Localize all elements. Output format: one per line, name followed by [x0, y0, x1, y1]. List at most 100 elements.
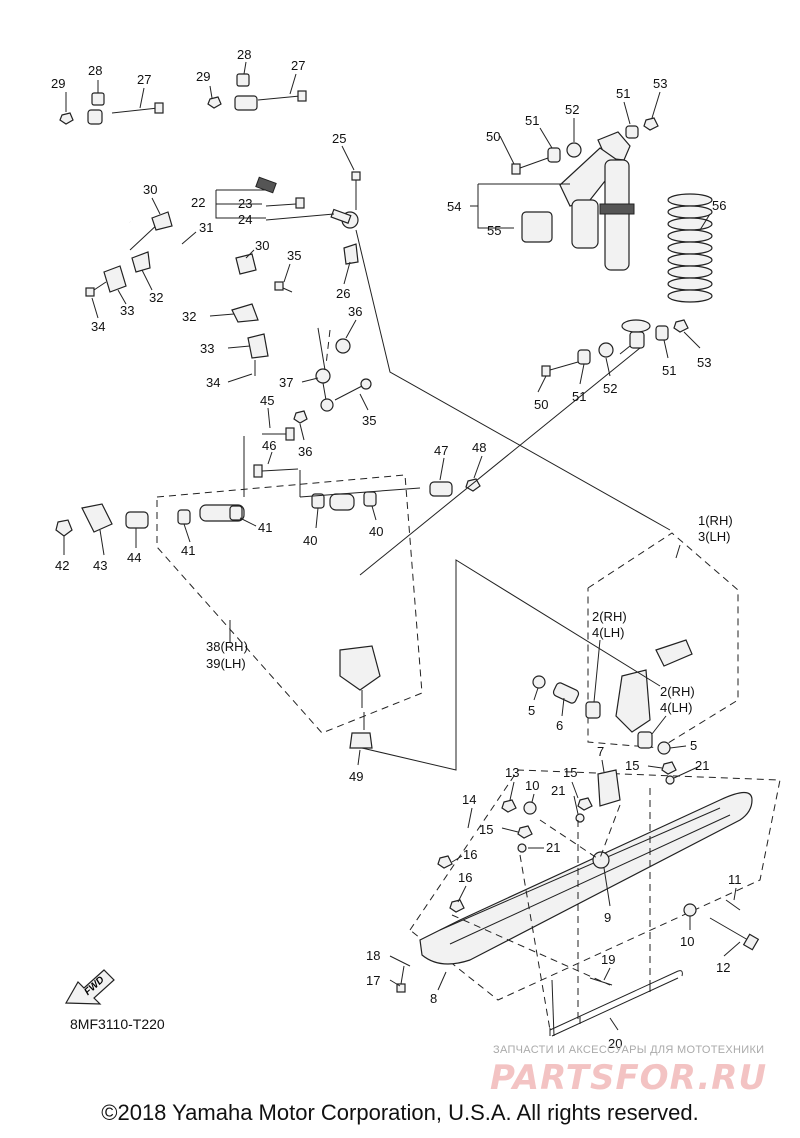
stabilizer-link-37 — [315, 368, 334, 412]
label-20: 20 — [608, 1036, 622, 1051]
collar-51-bottom-right — [655, 325, 669, 341]
bushing-41-left — [177, 509, 191, 525]
collar-6 — [552, 682, 580, 704]
bracket-7 — [597, 769, 621, 807]
cap-55 — [521, 211, 553, 243]
label-13: 13 — [505, 765, 519, 780]
bracket-33-left — [103, 265, 127, 293]
label-14: 14 — [462, 792, 476, 807]
nut-36-top — [335, 338, 351, 354]
label-42: 42 — [55, 558, 69, 573]
label-32-left: 32 — [149, 290, 163, 305]
nut-42 — [55, 519, 73, 537]
diagram-reference: 8MF3110-T220 — [70, 1016, 165, 1032]
holder-30 — [151, 211, 173, 231]
label-8: 8 — [430, 991, 437, 1006]
label-5-right: 5 — [690, 738, 697, 753]
label-27-right: 27 — [291, 58, 305, 73]
label-41-right: 41 — [258, 520, 272, 535]
holder-32-b — [231, 303, 259, 323]
label-40-left: 40 — [303, 533, 317, 548]
label-16-b: 16 — [458, 870, 472, 885]
label-30-left: 30 — [143, 182, 157, 197]
bolt-27-right — [257, 90, 307, 102]
washer-10-top — [523, 801, 537, 815]
label-6: 6 — [556, 718, 563, 733]
label-27-left: 27 — [137, 72, 151, 87]
label-18: 18 — [366, 948, 380, 963]
label-9: 9 — [604, 910, 611, 925]
label-7: 7 — [597, 744, 604, 759]
label-55: 55 — [487, 223, 501, 238]
label-4-lh-a: 4(LH) — [592, 625, 625, 640]
stabilizer-bar-31 — [129, 220, 319, 330]
nut-15-b — [661, 761, 677, 775]
label-47: 47 — [434, 443, 448, 458]
leader-lines — [63, 61, 741, 1031]
label-40-right: 40 — [369, 524, 383, 539]
bolt-45 — [262, 427, 295, 441]
label-51-top-left: 51 — [525, 113, 539, 128]
label-32-right: 32 — [182, 309, 196, 324]
label-25: 25 — [332, 131, 346, 146]
nut-15-c — [517, 825, 533, 839]
label-33-left: 33 — [120, 303, 134, 318]
spring-56 — [667, 193, 713, 303]
label-31: 31 — [199, 220, 213, 235]
nut-49 — [349, 732, 373, 749]
label-23: 23 — [238, 196, 252, 211]
label-50-bottom: 50 — [534, 397, 548, 412]
watermark-logo: PARTSFOR.RU — [490, 1058, 768, 1098]
label-52-top: 52 — [565, 102, 579, 117]
label-45: 45 — [260, 393, 274, 408]
washer-21-b — [665, 775, 675, 785]
bushing-52-top — [566, 142, 582, 158]
shock-absorber-54 — [559, 131, 651, 349]
label-4-lh-b: 4(LH) — [660, 700, 693, 715]
label-17: 17 — [366, 973, 380, 988]
bolt-27-left — [111, 102, 164, 114]
collar-44 — [125, 511, 149, 529]
bolt-50-top — [511, 157, 549, 175]
bolt-12 — [709, 917, 760, 951]
bushing-40-right — [363, 491, 377, 507]
label-28-right: 28 — [237, 47, 251, 62]
collar-51-top-right — [625, 125, 639, 139]
bolt-50-bottom — [541, 361, 579, 377]
label-2-rh-b: 2(RH) — [660, 684, 695, 699]
label-54: 54 — [447, 199, 461, 214]
label-1-rh: 1(RH) — [698, 513, 733, 528]
label-15-a: 15 — [563, 765, 577, 780]
washer-5-right — [657, 741, 671, 755]
ski-8 — [419, 791, 753, 965]
washer-21-c — [517, 843, 527, 853]
label-36-bottom: 36 — [298, 444, 312, 459]
spindle-1-3 — [615, 554, 693, 733]
label-43: 43 — [93, 558, 107, 573]
bracket-33-right — [247, 333, 269, 359]
label-51-bottom-left: 51 — [572, 389, 586, 404]
bushing-41-right — [229, 505, 243, 521]
collar-51-bottom-left — [577, 349, 591, 365]
label-39-lh: 39(LH) — [206, 656, 246, 671]
label-53-top: 53 — [653, 76, 667, 91]
watermark-tagline: ЗАПЧАСТИ И АКСЕССУАРЫ ДЛЯ МОТОТЕХНИКИ — [493, 1044, 765, 1056]
upper-radius-rod — [87, 95, 359, 229]
label-35-right: 35 — [362, 413, 376, 428]
washer-21-a — [575, 813, 585, 823]
bolt-46 — [253, 464, 299, 478]
label-53-bottom: 53 — [697, 355, 711, 370]
bolt-35-right — [334, 378, 372, 401]
label-48: 48 — [472, 440, 486, 455]
label-38-rh: 38(RH) — [206, 639, 248, 654]
bushing-2-4-left — [585, 701, 601, 719]
label-10-top: 10 — [525, 778, 539, 793]
label-26: 26 — [336, 286, 350, 301]
nut-29-left — [59, 112, 74, 125]
label-49: 49 — [349, 769, 363, 784]
label-5-left: 5 — [528, 703, 535, 718]
nut-15-a — [577, 797, 593, 811]
copyright-notice: ©2018 Yamaha Motor Corporation, U.S.A. A… — [101, 1100, 699, 1125]
pin-11 — [725, 899, 741, 911]
